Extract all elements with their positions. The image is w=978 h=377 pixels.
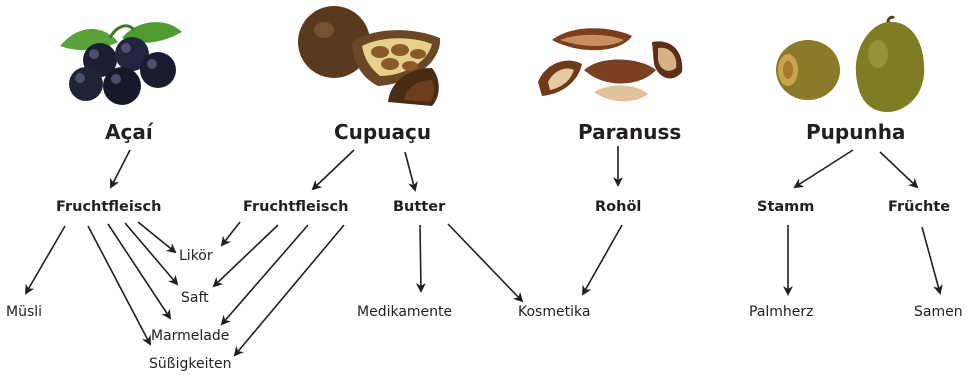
- product-saft: Saft: [181, 290, 209, 306]
- fruit-title-pupunha: Pupunha: [806, 120, 905, 144]
- fruit-title-paranuss: Paranuss: [578, 120, 681, 144]
- fruit-title-cupuacu: Cupuaçu: [334, 120, 431, 144]
- arrow-pupunha-to-stem: [795, 150, 853, 187]
- arrow-pupunha-to-fruits: [880, 152, 917, 187]
- arrow-cup-pulp-to-saft: [214, 225, 278, 286]
- arrow-oil-to-kosmetika: [583, 225, 622, 294]
- paranuss-oil-label: Rohöl: [595, 199, 641, 215]
- product-suessigkeiten: Süßigkeiten: [149, 356, 231, 372]
- arrow-fruits-to-samen: [922, 227, 940, 293]
- acai-pulp-label: Fruchtfleisch: [56, 199, 161, 215]
- product-marmelade: Marmelade: [151, 328, 229, 344]
- cupuacu-pulp-label: Fruchtfleisch: [243, 199, 348, 215]
- arrow-cup-pulp-to-likoer: [222, 222, 240, 245]
- fruit-title-acai: Açaí: [105, 120, 153, 144]
- cupuacu-butter-label: Butter: [393, 199, 445, 215]
- pupunha-fruits-label: Früchte: [888, 199, 950, 215]
- pupunha-stem-label: Stamm: [757, 199, 814, 215]
- arrow-acai-pulp-to-suess: [88, 226, 150, 344]
- arrow-cupuacu-to-butter: [405, 152, 415, 190]
- product-muesli: Müsli: [6, 304, 42, 320]
- arrow-acai-pulp-to-likoer: [138, 222, 175, 252]
- arrow-acai-pulp-to-marmelade: [108, 224, 170, 318]
- arrow-acai-to-pulp: [111, 150, 130, 187]
- product-samen: Samen: [914, 304, 963, 320]
- product-likoer: Likör: [179, 248, 213, 264]
- product-kosmetika: Kosmetika: [518, 304, 590, 320]
- product-palmherz: Palmherz: [749, 304, 814, 320]
- arrow-cup-pulp-to-marmelade: [222, 225, 308, 324]
- arrow-butter-to-kosmetika: [448, 224, 522, 301]
- product-medikamente: Medikamente: [357, 304, 452, 320]
- arrow-butter-to-medikamente: [420, 225, 421, 291]
- arrow-acai-pulp-to-muesli: [26, 226, 65, 293]
- arrow-cupuacu-to-pulp: [313, 150, 354, 189]
